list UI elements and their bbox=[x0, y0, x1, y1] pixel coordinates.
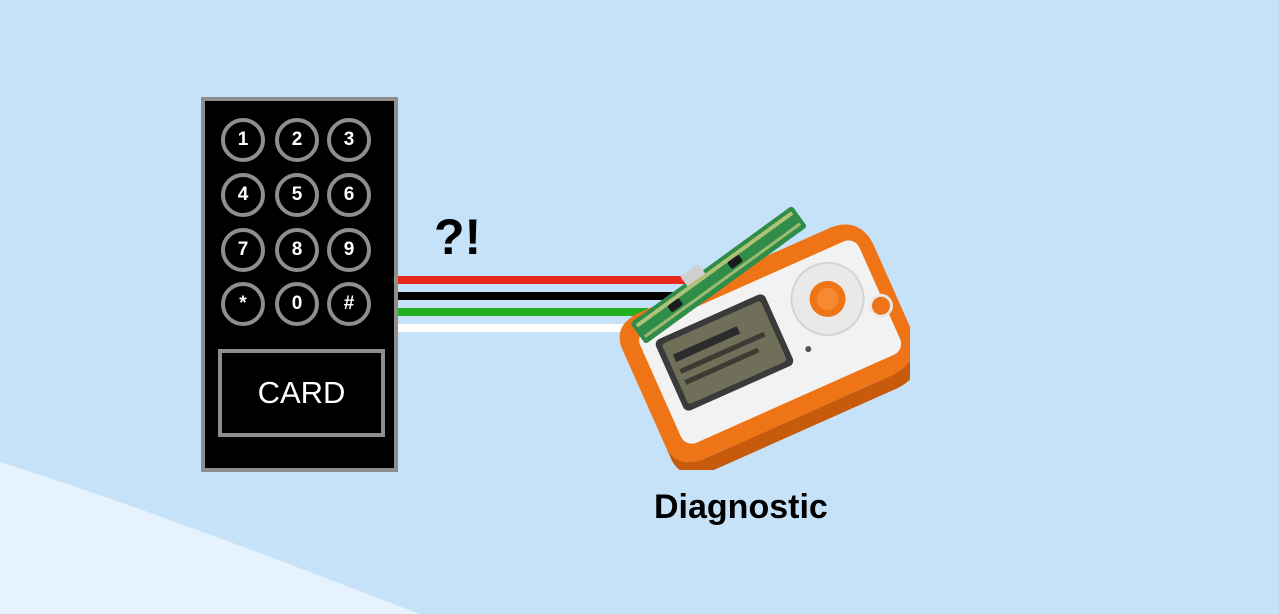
keypad-key: 5 bbox=[275, 173, 319, 217]
annotation-text: ?! bbox=[434, 209, 482, 265]
keypad-key: 7 bbox=[221, 228, 265, 272]
keypad-key: 6 bbox=[327, 173, 371, 217]
keypad-key: 2 bbox=[275, 118, 319, 162]
keypad-icon: 1 2 3 4 5 6 7 8 9 * 0 # CARD bbox=[201, 97, 398, 472]
wire-black bbox=[398, 292, 688, 300]
device-label: Diagnostic bbox=[654, 488, 828, 526]
keypad-key: 3 bbox=[327, 118, 371, 162]
card-reader-area: CARD bbox=[218, 349, 385, 437]
keypad-key: 0 bbox=[275, 282, 319, 326]
keypad-key: * bbox=[221, 282, 265, 326]
flipper-device-icon bbox=[619, 206, 910, 470]
keypad-key: 8 bbox=[275, 228, 319, 272]
keypad-key: 4 bbox=[221, 173, 265, 217]
keypad-key: # bbox=[327, 282, 371, 326]
wire-green bbox=[398, 308, 648, 316]
wire-red bbox=[398, 276, 698, 284]
keypad-key: 1 bbox=[221, 118, 265, 162]
keypad-key: 9 bbox=[327, 228, 371, 272]
wire-white bbox=[398, 324, 638, 332]
